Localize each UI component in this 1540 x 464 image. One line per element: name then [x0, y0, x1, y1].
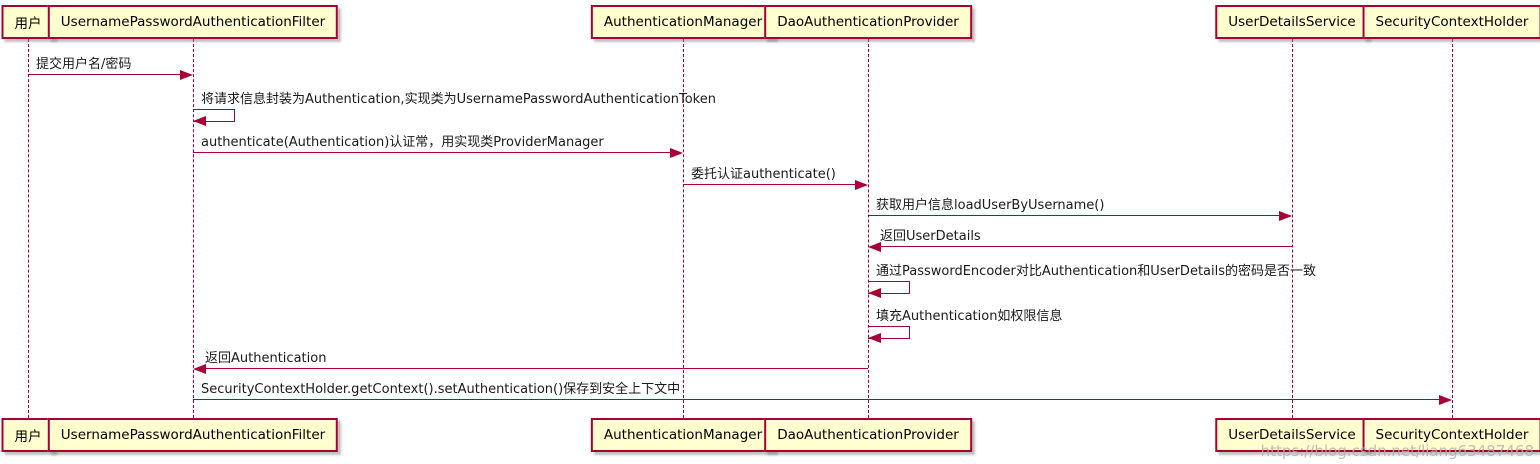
participant-box-bottom-user: 用户 [1, 418, 55, 452]
message-line-3 [683, 184, 858, 185]
message-line-9 [193, 399, 1442, 400]
message-label-9: SecurityContextHolder.getContext().setAu… [201, 382, 681, 397]
participant-box-bottom-user-details-service: UserDetailsService [1215, 418, 1369, 452]
message-label-5: 返回UserDetails [880, 229, 981, 244]
self-message-arrowhead-6 [868, 288, 881, 298]
message-label-4: 获取用户信息loadUserByUsername() [876, 198, 1105, 213]
participant-box-bottom-security-context-holder: SecurityContextHolder [1362, 418, 1540, 452]
message-arrowhead-4 [1279, 211, 1292, 221]
message-arrowhead-3 [855, 180, 868, 190]
participant-box-bottom-dao-authentication-provider: DaoAuthenticationProvider [764, 418, 972, 452]
message-arrowhead-0 [180, 70, 193, 80]
message-label-6: 通过PasswordEncoder对比Authentication和UserDe… [876, 264, 1317, 279]
lifeline-dao-authentication-provider [868, 39, 869, 418]
message-arrowhead-8 [193, 364, 206, 374]
message-line-5 [878, 246, 1292, 247]
message-arrowhead-2 [670, 148, 683, 158]
participant-box-top-user-details-service: UserDetailsService [1215, 5, 1369, 39]
message-label-1: 将请求信息封装为Authentication,实现类为UsernamePassw… [201, 92, 716, 107]
lifeline-user-details-service [1292, 39, 1293, 418]
message-arrowhead-5 [868, 242, 881, 252]
self-message-loop-1 [193, 109, 235, 122]
lifeline-username-password-authentication-filter [193, 39, 194, 418]
lifeline-authentication-manager [683, 39, 684, 418]
message-arrowhead-9 [1439, 395, 1452, 405]
self-message-arrowhead-7 [868, 333, 881, 343]
message-line-8 [203, 368, 868, 369]
self-message-loop-7 [868, 326, 910, 339]
message-label-7: 填充Authentication如权限信息 [876, 309, 1063, 324]
message-line-0 [28, 74, 183, 75]
participant-box-bottom-authentication-manager: AuthenticationManager [590, 418, 776, 452]
participant-box-top-username-password-authentication-filter: UsernamePasswordAuthenticationFilter [47, 5, 339, 39]
message-label-3: 委托认证authenticate() [691, 167, 836, 182]
participant-box-top-user: 用户 [1, 5, 55, 39]
message-line-2 [193, 152, 673, 153]
message-label-8: 返回Authentication [205, 351, 327, 366]
participant-box-top-security-context-holder: SecurityContextHolder [1362, 5, 1540, 39]
self-message-loop-6 [868, 281, 910, 294]
self-message-arrowhead-1 [193, 116, 206, 126]
participant-box-top-authentication-manager: AuthenticationManager [590, 5, 776, 39]
participant-box-bottom-username-password-authentication-filter: UsernamePasswordAuthenticationFilter [47, 418, 339, 452]
message-label-0: 提交用户名/密码 [36, 57, 132, 72]
lifeline-security-context-holder [1452, 39, 1453, 418]
participant-box-top-dao-authentication-provider: DaoAuthenticationProvider [764, 5, 972, 39]
message-label-2: authenticate(Authentication)认证常，用实现类Prov… [201, 135, 604, 150]
message-line-4 [868, 215, 1282, 216]
lifeline-user [28, 39, 29, 418]
